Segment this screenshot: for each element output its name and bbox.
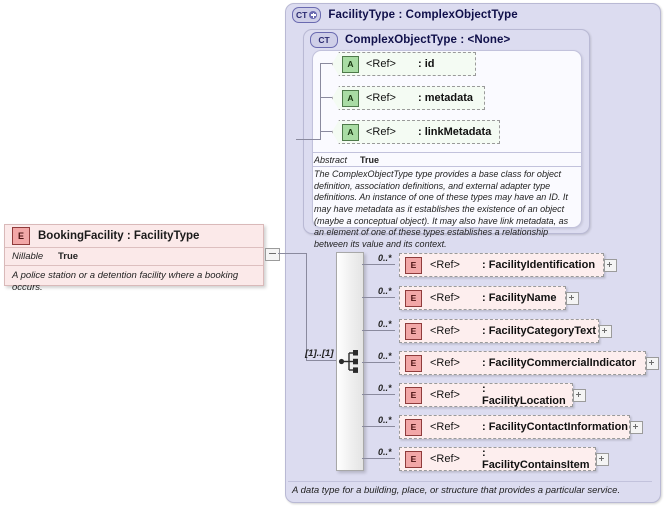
element-ref: <Ref> xyxy=(430,421,460,433)
booking-facility-element[interactable]: E BookingFacility : FacilityType Nillabl… xyxy=(4,224,264,293)
sequence-icon xyxy=(338,350,358,373)
attribute-node-metadata[interactable]: A <Ref> : metadata xyxy=(332,86,485,110)
nillable-row: Nillable True xyxy=(5,248,263,266)
attribute-icon: A xyxy=(342,55,359,73)
element-node-facilitycommercialindicator[interactable]: E <Ref> : FacilityCommercialIndicator xyxy=(399,351,646,375)
collapse-minus-icon[interactable] xyxy=(265,248,280,261)
type-spine xyxy=(306,253,307,360)
nillable-label: Nillable xyxy=(12,251,44,262)
element-node-facilitycategorytext[interactable]: E <Ref> : FacilityCategoryText xyxy=(399,319,599,343)
expand-plus-icon[interactable] xyxy=(599,325,612,338)
element-name: : FacilityContainsItem xyxy=(481,447,590,471)
root-to-type-connector xyxy=(278,253,306,254)
element-cardinality: 0..* xyxy=(378,253,392,263)
element-node-facilitylocation[interactable]: E <Ref> : FacilityLocation xyxy=(399,383,573,407)
attribute-ref: <Ref> xyxy=(366,126,396,138)
element-icon: E xyxy=(405,386,422,404)
facility-type-title-row: CT FacilityType : ComplexObjectType xyxy=(292,6,518,24)
booking-facility-title: BookingFacility : FacilityType xyxy=(38,230,200,242)
branch-line-7 xyxy=(362,458,395,459)
attribute-name: : linkMetadata xyxy=(417,126,492,138)
attribute-ref: <Ref> xyxy=(366,92,396,104)
expand-plus-icon[interactable] xyxy=(646,357,659,370)
attribute-node-linkmetadata[interactable]: A <Ref> : linkMetadata xyxy=(332,120,500,144)
element-ref: <Ref> xyxy=(430,259,460,271)
complextype-plus-badge[interactable]: CT xyxy=(292,7,322,23)
element-icon: E xyxy=(12,227,30,245)
complex-object-type-title-row: CT ComplexObjectType : <None> xyxy=(310,32,510,48)
branch-line-1 xyxy=(362,264,395,265)
element-cardinality: 0..* xyxy=(378,383,392,393)
complex-object-type-title: ComplexObjectType : <None> xyxy=(345,34,511,46)
booking-facility-description: A police station or a detention facility… xyxy=(12,270,239,293)
badge-label: CT xyxy=(318,34,330,45)
element-ref: <Ref> xyxy=(430,292,460,304)
element-name: : FacilityContactInformation xyxy=(481,421,629,433)
attribute-node-id[interactable]: A <Ref> : id xyxy=(332,52,476,76)
attribute-trunk-feed-riser xyxy=(320,131,321,140)
attribute-name: : id xyxy=(417,58,435,70)
element-icon: E xyxy=(405,256,422,274)
branch-line-3 xyxy=(362,330,395,331)
facility-type-title: FacilityType : ComplexObjectType xyxy=(328,9,518,21)
badge-label: CT xyxy=(296,9,308,20)
element-icon: E xyxy=(405,322,422,340)
element-ref: <Ref> xyxy=(430,357,460,369)
element-cardinality: 0..* xyxy=(378,447,392,457)
element-node-facilitycontainsitem[interactable]: E <Ref> : FacilityContainsItem xyxy=(399,447,596,471)
expand-plus-icon[interactable] xyxy=(604,259,617,272)
attribute-icon: A xyxy=(342,89,359,107)
element-cardinality: 0..* xyxy=(378,286,392,296)
expand-plus-icon[interactable] xyxy=(630,421,643,434)
element-icon: E xyxy=(405,289,422,307)
element-name: : FacilityName xyxy=(481,292,557,304)
element-name: : FacilityCategoryText xyxy=(481,325,597,337)
expand-plus-icon[interactable] xyxy=(573,389,586,402)
attribute-icon: A xyxy=(342,123,359,141)
nillable-value: True xyxy=(58,251,79,262)
element-cardinality: 0..* xyxy=(378,319,392,329)
branch-line-2 xyxy=(362,297,395,298)
attribute-trunk-feed xyxy=(296,139,320,140)
attribute-branch-1 xyxy=(320,63,332,64)
element-name: : FacilityCommercialIndicator xyxy=(481,357,637,369)
branch-line-5 xyxy=(362,394,395,395)
complextype-badge[interactable]: CT xyxy=(310,32,338,48)
sequence-cardinality: [1]..[1] xyxy=(305,348,334,359)
abstract-label: Abstract xyxy=(314,154,348,165)
type-to-sequence-connector xyxy=(306,360,336,361)
element-node-facilityidentification[interactable]: E <Ref> : FacilityIdentification xyxy=(399,253,604,277)
booking-facility-header: E BookingFacility : FacilityType xyxy=(5,225,263,248)
element-ref: <Ref> xyxy=(430,389,460,401)
facility-type-annotation: A data type for a building, place, or st… xyxy=(288,481,652,496)
element-icon: E xyxy=(405,354,422,372)
branch-line-4 xyxy=(362,362,395,363)
element-cardinality: 0..* xyxy=(378,351,392,361)
attribute-ref: <Ref> xyxy=(366,58,396,70)
element-ref: <Ref> xyxy=(430,325,460,337)
element-node-facilityname[interactable]: E <Ref> : FacilityName xyxy=(399,286,566,310)
attribute-branch-2 xyxy=(320,97,332,98)
complex-object-type-annotation-text: The ComplexObjectType type provides a ba… xyxy=(314,169,569,250)
element-node-facilitycontactinformation[interactable]: E <Ref> : FacilityContactInformation xyxy=(399,415,630,439)
attribute-branch-3 xyxy=(320,131,332,132)
branch-line-6 xyxy=(362,426,395,427)
element-icon: E xyxy=(405,418,422,436)
expand-plus-icon[interactable] xyxy=(596,453,609,466)
plus-icon xyxy=(309,11,318,19)
abstract-row: Abstract True xyxy=(312,152,582,167)
annotation-divider xyxy=(288,481,652,482)
element-cardinality: 0..* xyxy=(378,415,392,425)
facility-type-annotation-text: A data type for a building, place, or st… xyxy=(292,485,621,496)
element-name: : FacilityLocation xyxy=(481,383,566,407)
expand-plus-icon[interactable] xyxy=(566,292,579,305)
element-ref: <Ref> xyxy=(430,453,460,465)
complex-object-type-annotation: Abstract True The ComplexObjectType type… xyxy=(312,152,582,251)
element-icon: E xyxy=(405,450,422,468)
abstract-value: True xyxy=(360,154,380,165)
attribute-name: : metadata xyxy=(417,92,473,104)
element-name: : FacilityIdentification xyxy=(481,259,596,271)
sequence-compositor[interactable] xyxy=(336,252,364,471)
